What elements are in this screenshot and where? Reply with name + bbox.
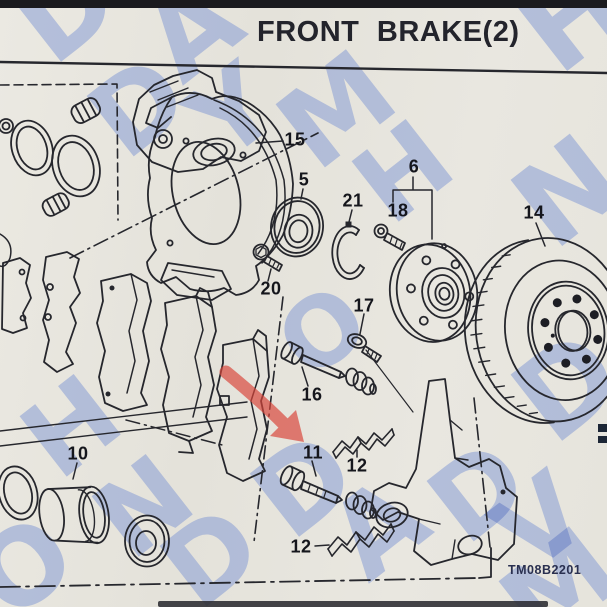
callout-6-bracket-line [392,176,433,240]
guide-pin-16-drawing [280,341,377,396]
bolt-18-drawing [373,223,406,251]
brake-pad-drawing [160,287,217,454]
edge-cut-mark [598,424,607,443]
seal-kit-parts [0,97,102,217]
snap-ring-drawing [331,209,365,280]
boot-small [70,97,102,124]
piston-seal-drawing [0,465,39,521]
caliper-piston-drawing [38,485,110,545]
piston-boot-drawing [124,514,170,568]
bolt-17-drawing [346,313,414,413]
hub-drawing [388,242,479,343]
leader-10 [72,462,78,480]
boot-small [41,192,70,217]
red-arrow [219,365,304,442]
brake-pad-drawing [96,273,152,412]
caliper-bracket-drawing [370,378,518,566]
caliper-body-drawing [132,69,267,173]
leader-5 [300,188,304,200]
guide-pin-11-drawing [279,460,377,520]
leader-14 [535,222,546,247]
pad-retainer-12a-drawing [332,428,395,459]
pad-shim-drawing [1,251,81,373]
brake-rotor-drawing [463,237,607,424]
pad-retainer-12b-drawing [314,523,395,557]
bolt-20-drawing [252,243,283,282]
